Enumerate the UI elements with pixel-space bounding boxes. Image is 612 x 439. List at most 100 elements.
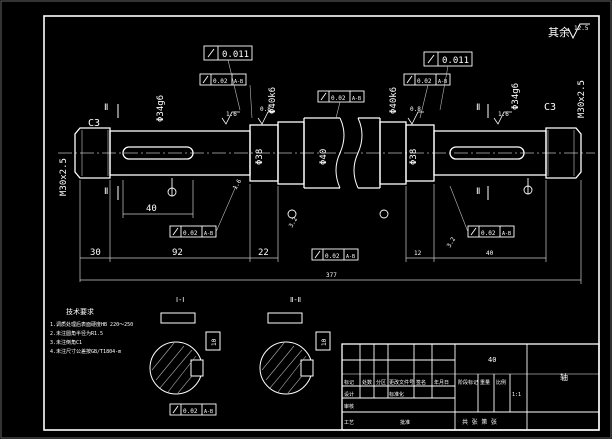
section-label-left-top: Ⅱ <box>104 103 108 113</box>
dia-40-center: Φ40 <box>319 149 329 165</box>
tb-count: 处数 <box>362 379 372 386</box>
section-left-key: 10 <box>211 338 218 346</box>
tb-sheets: 共 张 第 张 <box>462 418 497 426</box>
runout-3-value: 0.02 <box>417 78 432 85</box>
chamfer-left: C3 <box>88 118 100 129</box>
runout-4-datum: A-B <box>204 231 213 237</box>
notes-line-1: 1.调质处理后表面硬度HB 220～250 <box>50 321 133 328</box>
keyway-right <box>449 146 525 160</box>
shaft-body <box>74 117 582 189</box>
roughness-rest: 其余 12.5 <box>548 23 590 40</box>
dim-22: 22 <box>258 248 269 258</box>
section-right-key: 10 <box>321 338 328 346</box>
tb-approve: 批准 <box>400 419 410 426</box>
section-label-right-top: Ⅱ <box>476 103 480 113</box>
tb-process: 工艺 <box>344 420 354 426</box>
rough-1-6: 1.6 <box>226 111 237 118</box>
runout-7-datum: A-B <box>204 409 213 415</box>
notes-line-2: 2.未注圆角半径为R1.5 <box>50 330 103 337</box>
runout-frame-3: 0.02 A-B <box>403 73 451 86</box>
tb-date: 年月日 <box>434 379 449 386</box>
runout-7-value: 0.02 <box>183 408 198 415</box>
tb-weight: 重量 <box>480 379 490 386</box>
tb-drawing-no: 40 <box>488 356 496 364</box>
roughness-rest-value: 12.5 <box>574 25 589 32</box>
tb-standard: 标准化 <box>389 391 404 398</box>
tb-scale: 比例 <box>496 379 506 386</box>
dim-total: 377 <box>326 272 337 279</box>
length-dimensions <box>79 180 582 284</box>
rough-1-6b: 1.6 <box>498 111 509 118</box>
tb-scale-value: 1:1 <box>512 392 521 398</box>
rough-0-8a: 0.8 <box>260 106 271 113</box>
runout-3-datum: A-B <box>438 79 447 85</box>
runout-2-datum: A-B <box>352 96 361 102</box>
thread-right <box>545 127 582 179</box>
runout-frame-2: 0.02 A-B <box>317 90 365 103</box>
dia-38-left: Φ38 <box>255 149 265 165</box>
notes-title: 技术要求 <box>66 307 94 316</box>
dia-bearing-right: Φ40k6 <box>389 87 399 114</box>
cyl-left-value: 0.011 <box>222 50 249 60</box>
dia-left-end: Φ34g6 <box>156 95 166 122</box>
section-label-left-bottom: Ⅱ <box>104 187 108 197</box>
dim-30: 30 <box>90 248 101 258</box>
title-block-text: 标记 处数 分区 更改文件号 签名 年月日 设计 标准化 审核 工艺 批准 阶段… <box>344 356 568 426</box>
rough-3-2a: 3.2 <box>288 216 300 229</box>
section-label-right-bottom: Ⅱ <box>476 187 480 197</box>
dia-bearing-left: Φ40k6 <box>268 87 278 114</box>
runout-6-datum: A-B <box>502 231 511 237</box>
keyway-left <box>122 146 194 160</box>
datum-markers <box>167 178 533 219</box>
dim-40-keyway: 40 <box>146 204 157 214</box>
runout-5-value: 0.02 <box>325 253 340 260</box>
tb-sign: 签名 <box>416 379 426 386</box>
thread-left-dim: M30x2.5 <box>59 158 69 196</box>
tb-part-name: 轴 <box>560 372 568 382</box>
dim-92: 92 <box>172 248 183 258</box>
section-markers: Ⅱ Ⅱ Ⅱ Ⅱ <box>104 103 489 200</box>
runout-frame-5: 0.02 A-B <box>311 248 359 261</box>
tb-review: 审核 <box>344 403 354 410</box>
roughness-marks: 1.6 0.8 0.8 1.6 3.2 3.2 1.6 <box>221 106 512 249</box>
section-right: 10 <box>259 312 331 395</box>
section-left: 10 <box>149 312 221 395</box>
roughness-rest-label: 其余 <box>548 25 570 39</box>
dia-38-right: Φ38 <box>409 149 419 165</box>
rough-0-8b: 0.8 <box>410 106 421 113</box>
dia-right-end: Φ34g6 <box>511 83 521 110</box>
chamfer-right: C3 <box>544 102 556 113</box>
cyl-right-value: 0.011 <box>442 56 469 66</box>
runout-2-value: 0.02 <box>331 95 346 102</box>
section-views: Ⅰ-Ⅰ Ⅱ-Ⅱ 10 <box>149 296 331 395</box>
runout-1-datum: A-B <box>234 79 243 85</box>
runout-4-value: 0.02 <box>183 230 198 237</box>
dim-12: 12 <box>414 250 422 257</box>
tb-change: 更改文件号 <box>389 379 414 386</box>
segment-center-40 <box>303 117 340 189</box>
tb-stage: 阶段标记 <box>458 379 478 386</box>
tb-design: 设计 <box>344 391 354 398</box>
diameter-labels: Φ34g6 Φ40k6 Φ38 Φ40 Φ38 Φ40k6 Φ34g6 <box>156 83 521 165</box>
technical-notes: 技术要求 1.调质处理后表面硬度HB 220～250 2.未注圆角半径为R1.5… <box>50 307 133 355</box>
dim-mid-40: 40 <box>486 250 494 257</box>
tb-mark: 标记 <box>344 379 354 386</box>
break-line-left <box>335 117 345 189</box>
break-line-right <box>353 117 363 189</box>
runout-6-value: 0.02 <box>481 230 496 237</box>
runout-1-value: 0.02 <box>213 78 228 85</box>
section-right-title: Ⅱ-Ⅱ <box>290 296 301 304</box>
roughness-rest-symbol <box>567 23 590 40</box>
runout-frame-7: 0.02 A-B <box>169 403 217 416</box>
runout-frame-1: 0.02 A-B <box>199 73 247 86</box>
section-left-title: Ⅰ-Ⅰ <box>176 296 184 304</box>
cyl-frame-left: 0.011 <box>203 45 253 61</box>
length-dimension-labels: 40 30 92 22 12 40 377 <box>90 204 494 279</box>
tolerance-frames: 0.011 0.011 0.02 A-B 0.02 A-B <box>169 45 515 416</box>
runout-frame-4: 0.02 A-B <box>169 225 217 238</box>
rough-3-2b: 3.2 <box>446 236 458 249</box>
title-block <box>341 343 600 431</box>
notes-line-4: 4.未注尺寸公差按GB/T1804-m <box>50 348 121 355</box>
